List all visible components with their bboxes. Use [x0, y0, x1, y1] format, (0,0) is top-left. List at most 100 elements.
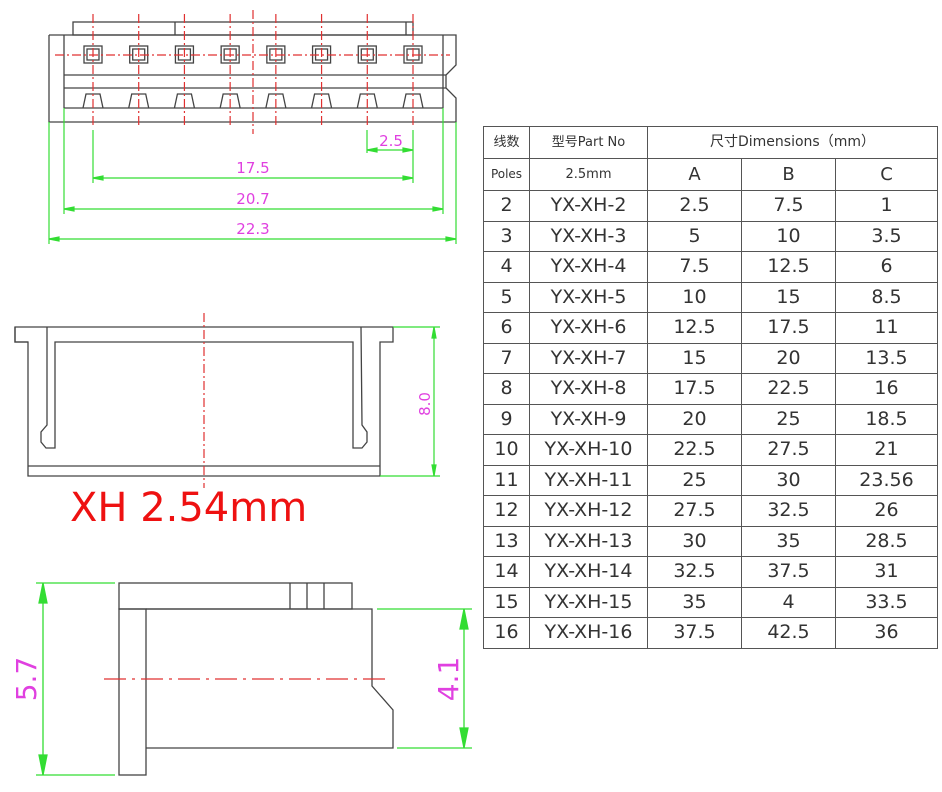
cell-a: 15: [647, 342, 742, 374]
cell-a: 30: [647, 525, 742, 557]
cell-a: 17.5: [647, 373, 742, 405]
cell-a: 7.5: [647, 251, 742, 283]
side-body: [146, 608, 394, 749]
header-part-no: 型号Part No: [529, 126, 648, 159]
cell-poles: 15: [483, 586, 530, 618]
arrow: [402, 175, 414, 181]
arrow: [431, 464, 437, 477]
cell-poles: 6: [483, 312, 530, 344]
cell-a: 10: [647, 281, 742, 313]
cell-part-no: YX-XH-3: [529, 220, 648, 252]
cell-b: 30: [741, 464, 836, 496]
cell-part-no: YX-XH-16: [529, 617, 648, 649]
arrow: [459, 608, 469, 630]
top-view-dimensions: [380, 326, 440, 477]
cell-part-no: YX-XH-9: [529, 403, 648, 435]
header-dimensions: 尺寸Dimensions（mm）: [646, 126, 939, 159]
cell-part-no: YX-XH-10: [529, 434, 648, 466]
arrow: [366, 147, 378, 153]
dim-label-height: 8.0: [416, 392, 434, 416]
cell-part-no: YX-XH-7: [529, 342, 648, 374]
arrow: [63, 206, 75, 212]
cell-c: 1: [834, 190, 939, 222]
cell-b: 7.5: [741, 190, 836, 222]
cell-poles: 4: [483, 251, 530, 283]
cell-part-no: YX-XH-4: [529, 251, 648, 283]
cell-poles: 16: [483, 617, 530, 649]
cell-part-no: YX-XH-8: [529, 373, 648, 405]
cell-part-no: YX-XH-6: [529, 312, 648, 344]
cell-c: 16: [834, 373, 939, 405]
cell-c: 13.5: [834, 342, 939, 374]
dim-label-pitch: 2.5: [379, 132, 403, 150]
cell-b: 10: [741, 220, 836, 252]
cell-part-no: YX-XH-13: [529, 525, 648, 557]
side-view: [118, 582, 394, 776]
arrow: [431, 326, 437, 339]
cell-part-no: YX-XH-11: [529, 464, 648, 496]
cell-poles: 10: [483, 434, 530, 466]
cell-a: 32.5: [647, 556, 742, 588]
arrow: [92, 175, 104, 181]
cell-poles: 12: [483, 495, 530, 527]
header-col-c: C: [834, 158, 939, 191]
cell-c: 23.56: [834, 464, 939, 496]
front-centerlines: [55, 10, 450, 134]
cell-c: 26: [834, 495, 939, 527]
cell-a: 20: [647, 403, 742, 435]
dim-label-inner-width: 20.7: [236, 190, 269, 208]
cell-b: 12.5: [741, 251, 836, 283]
cell-a: 25: [647, 464, 742, 496]
front-dimensions: [48, 108, 457, 244]
cell-b: 25: [741, 403, 836, 435]
cell-b: 22.5: [741, 373, 836, 405]
cell-c: 8.5: [834, 281, 939, 313]
cell-poles: 5: [483, 281, 530, 313]
cell-part-no: YX-XH-5: [529, 281, 648, 313]
dimensions-table: 线数 型号Part No 尺寸Dimensions（mm） Poles 2.5m…: [483, 126, 939, 649]
header-poles-cn: 线数: [483, 126, 530, 159]
cell-b: 32.5: [741, 495, 836, 527]
cell-b: 20: [741, 342, 836, 374]
side-top-flange: [118, 582, 353, 610]
cell-poles: 9: [483, 403, 530, 435]
cell-a: 5: [647, 220, 742, 252]
header-poles-en: Poles: [483, 158, 530, 191]
cell-a: 22.5: [647, 434, 742, 466]
connector-title: XH 2.54mm: [70, 485, 308, 531]
dim-label-overall-height: 5.7: [10, 657, 43, 702]
arrow: [445, 236, 457, 242]
cell-b: 27.5: [741, 434, 836, 466]
cell-c: 3.5: [834, 220, 939, 252]
cell-a: 12.5: [647, 312, 742, 344]
cell-part-no: YX-XH-2: [529, 190, 648, 222]
dim-label-body-height: 4.1: [432, 657, 465, 702]
arrow: [38, 754, 48, 776]
cell-b: 4: [741, 586, 836, 618]
cell-poles: 3: [483, 220, 530, 252]
top-view-outline-left: [14, 327, 28, 343]
cell-a: 2.5: [647, 190, 742, 222]
cell-part-no: YX-XH-14: [529, 556, 648, 588]
cell-poles: 7: [483, 342, 530, 374]
cell-c: 36: [834, 617, 939, 649]
dim-label-overall-width: 22.3: [236, 220, 269, 238]
cell-c: 18.5: [834, 403, 939, 435]
cell-part-no: YX-XH-15: [529, 586, 648, 618]
cell-c: 11: [834, 312, 939, 344]
front-latch-strip: [72, 21, 414, 36]
side-back-wall: [118, 608, 147, 776]
header-col-b: B: [741, 158, 836, 191]
